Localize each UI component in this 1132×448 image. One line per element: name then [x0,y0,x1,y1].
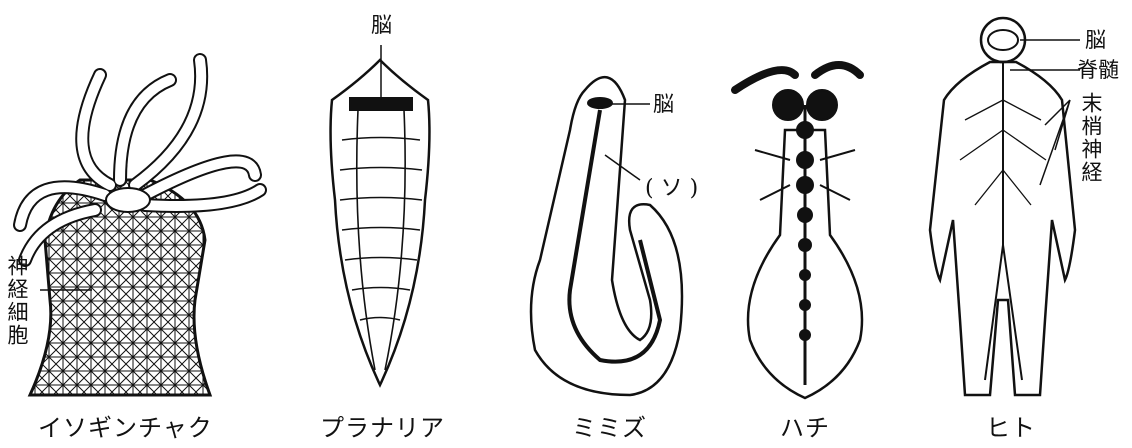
earthworm-body [531,77,682,395]
earthworm-figure [531,77,682,395]
planarian-figure [331,45,430,385]
bee-antennae [735,65,860,90]
human-spinal-cord [985,62,1022,380]
sea-anemone-figure [20,60,260,395]
peripheral-nerve-label: 末梢神経 [1080,92,1101,184]
caption-bee: ハチ [780,408,830,443]
neuron-label: 神経細胞 [6,255,27,347]
spinal-cord-label: 脊髄 [1077,60,1119,81]
planarian-brain-label: 脳 [371,15,392,36]
caption-earthworm: ミミズ [572,408,647,443]
bee-figure [735,65,862,398]
caption-human: ヒト [986,408,1036,443]
caption-sea-anemone: イソギンチャク [38,408,213,443]
earthworm-brain-label: 脳 [653,94,674,115]
human-figure [930,18,1080,395]
blank-label: ( ソ ) [645,178,698,200]
blank-leader-line [605,155,640,180]
human-brain-label: 脳 [1085,30,1106,51]
caption-planarian: プラナリア [320,408,445,443]
